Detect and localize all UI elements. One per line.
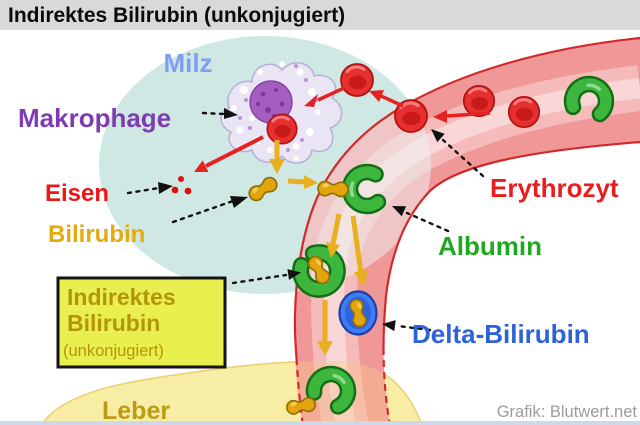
vessel-inner-wall <box>382 140 640 349</box>
label-erythrocyte: Erythrozyt <box>490 173 619 203</box>
callout-line1: Indirektes <box>67 284 176 310</box>
vessel-inner-wall-dashed <box>382 347 392 425</box>
bilirubin-flow-arrows <box>269 140 368 356</box>
label-bilirubin: Bilirubin <box>48 221 145 248</box>
erythrocyte-flow-arrows <box>194 86 491 172</box>
callout-line3: (unkonjugiert) <box>63 342 164 360</box>
albumin-bilirubin-complex <box>292 244 346 298</box>
credit-watermark: Grafik: Blutwert.net <box>497 403 638 421</box>
erythrocyte <box>507 95 541 129</box>
iron-particles <box>171 176 192 195</box>
callout-line2: Bilirubin <box>67 310 160 336</box>
bottom-border <box>0 421 640 425</box>
label-delta-bilirubin: Delta-Bilirubin <box>412 319 590 349</box>
delta-bilirubin-complex <box>338 290 378 336</box>
label-spleen: Milz <box>163 48 212 78</box>
inner-white-region <box>383 142 640 425</box>
macrophage-granules <box>238 64 318 152</box>
label-macrophage: Makrophage <box>18 103 171 133</box>
indirect-bilirubin-callout-box: Indirektes Bilirubin (unkonjugiert) <box>56 276 227 369</box>
label-iron: Eisen <box>45 180 109 207</box>
page-title: Indirektes Bilirubin (unkonjugiert) <box>8 4 345 27</box>
label-liver: Leber <box>102 397 170 425</box>
vessel-outer-wall-dashed <box>295 357 305 425</box>
label-pointer-arrows <box>126 108 485 332</box>
erythrocyte <box>339 62 375 98</box>
engulfed-erythrocyte <box>265 112 299 146</box>
label-albumin: Albumin <box>438 231 542 261</box>
title-bar <box>0 0 640 30</box>
nucleus-speckles <box>256 88 285 118</box>
vessel-outer-wall <box>293 36 640 359</box>
